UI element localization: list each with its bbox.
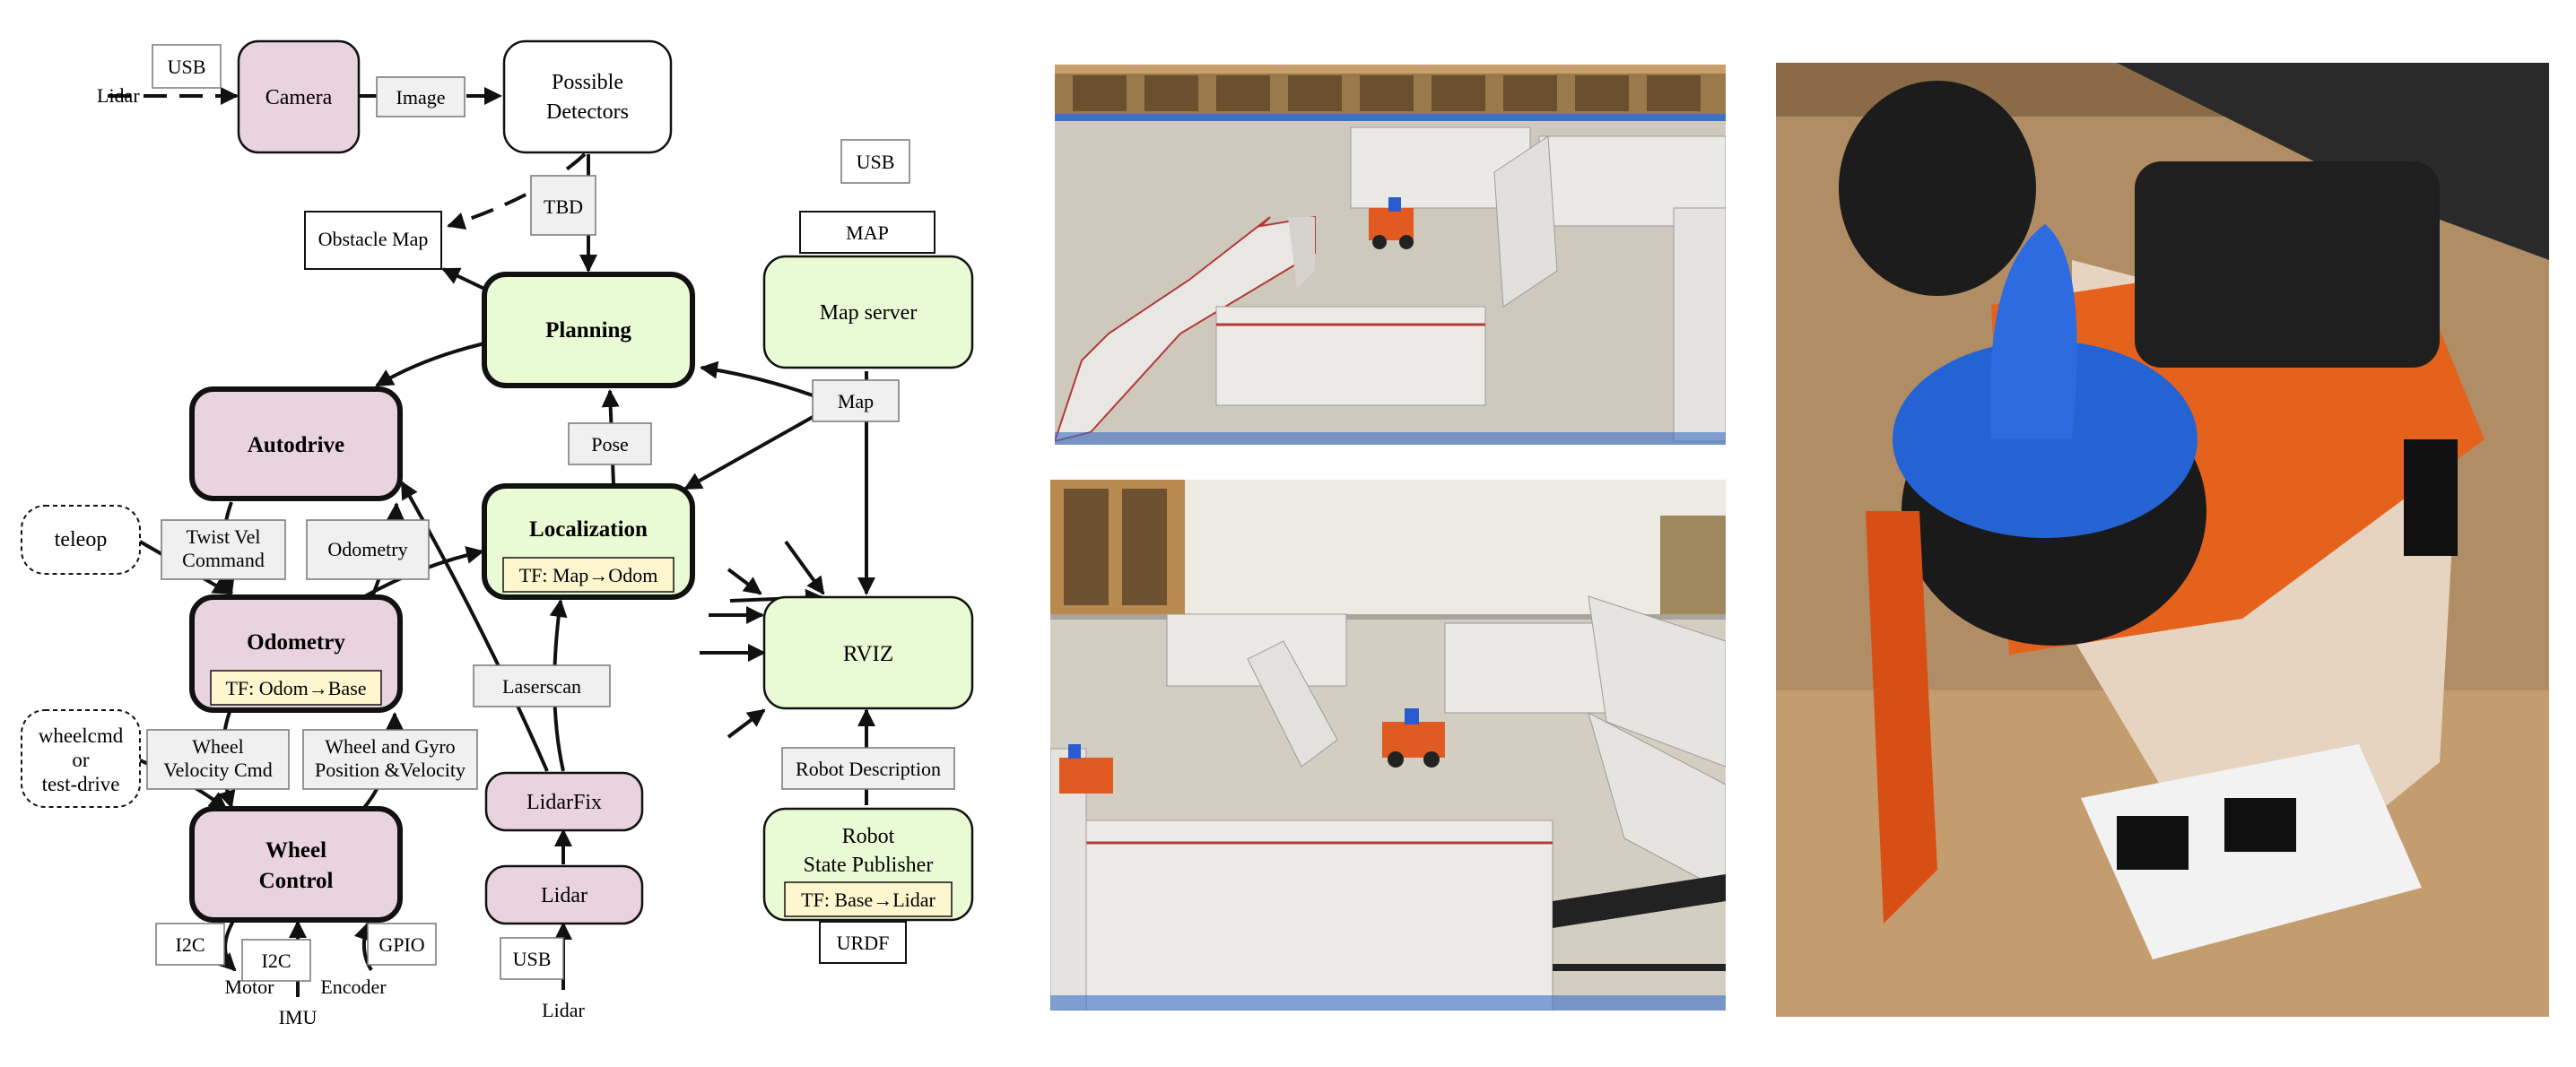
image-label: Image [396,86,446,108]
teleop-label: teleop [55,528,108,551]
edge-mapserver-planning [700,360,826,402]
wheelcmd-node: wheelcmd or test-drive [21,709,141,808]
camera-label: Camera [265,86,333,109]
motor-text: Motor [225,976,275,998]
teleop-node: teleop [21,505,141,575]
edge-rviz-in6 [727,708,766,739]
edge-wc-motor [217,916,237,972]
usb-map-label: USB [857,151,895,173]
map-server-node: Map server [762,255,974,369]
laserscan-label: Laserscan [502,675,581,698]
edge-planning-autodrive [375,342,485,387]
twist-vel-line2: Command [182,549,265,571]
edge-encoder-wc [353,922,373,972]
odometry-label: Odometry [247,630,345,655]
urdf-label: URDF [837,932,890,954]
edge-detectors-obstacle [447,152,587,230]
wheelcmd-line2: or [72,749,90,771]
odometry-tf-label: TF: Odom→Base [225,677,366,699]
localization-node: Localization TF: Map→Odom [482,483,695,600]
rsp-line1: Robot [842,825,895,848]
rviz-node: RVIZ [762,595,974,710]
autodrive-label: Autodrive [248,433,344,457]
obstacle-map-node: Obstacle Map [304,211,442,270]
rsp-tf-label: TF: Base→Lidar [801,889,936,911]
edge-rviz-in2 [784,540,825,595]
encoder-text: Encoder [320,976,387,998]
photo-maze-top [1055,65,1726,445]
map-file-node: MAP [799,211,936,254]
obstacle-map-label: Obstacle Map [318,228,429,250]
wheel-control-node: Wheel Control [189,806,403,923]
edge-planning-obstacle [441,267,485,291]
ros-architecture-diagram: Camera Possible Detectors Obstacle Map P… [21,39,974,1028]
photo-robot-closeup [1776,63,2549,1017]
edge-labels: USB Image USB TBD Map Pose Twist Vel Com… [146,44,955,982]
photo-maze-bottom [1050,480,1726,1011]
i2c-mid-label: I2C [262,950,292,972]
robot-description-label: Robot Description [796,758,941,780]
wheelcmd-line3: test-drive [42,773,120,795]
wheel-control-line2: Control [259,869,334,893]
possible-detectors-line2: Detectors [546,100,629,124]
lidar-node: Lidar [484,864,644,925]
planning-node: Planning [482,272,695,388]
wheel-gyro-line2: Position &Velocity [315,759,466,781]
wheelcmd-line1: wheelcmd [39,724,124,747]
lidar-bottom-text: Lidar [542,999,585,1021]
lidarfix-label: LidarFix [527,791,602,814]
odometry-node: Odometry TF: Odom→Base [189,594,403,713]
planning-label: Planning [545,318,631,343]
wheel-velocity-line2: Velocity Cmd [163,759,273,781]
urdf-node: URDF [819,921,907,964]
wheel-gyro-line1: Wheel and Gyro [325,735,455,758]
pose-label: Pose [591,433,629,455]
map-file-label: MAP [846,221,889,244]
localization-label: Localization [529,517,648,542]
map-server-label: Map server [820,301,918,325]
lidar-top-text: Lidar [97,84,140,107]
usb-camera-label: USB [168,56,206,78]
twist-vel-line1: Twist Vel [186,525,260,548]
localization-tf-label: TF: Map→Odom [519,564,658,586]
possible-detectors-node: Possible Detectors [502,39,673,154]
odometry-edge-label: Odometry [327,538,407,560]
lidar-label: Lidar [541,884,587,907]
camera-node: Camera [237,39,361,154]
tbd-label: TBD [544,195,583,218]
gpio-label: GPIO [379,933,424,956]
rviz-label: RVIZ [843,642,893,666]
wheel-velocity-line1: Wheel [192,735,243,758]
edge-rviz-in4 [727,568,762,595]
i2c-left-label: I2C [176,933,205,956]
lidarfix-node: LidarFix [484,771,644,832]
possible-detectors-line1: Possible [552,71,623,94]
imu-text: IMU [279,1006,318,1028]
wheel-control-line1: Wheel [265,838,326,863]
free-text: Lidar Motor Encoder IMU Lidar [97,84,585,1028]
map-edge-label: Map [838,390,874,412]
autodrive-node: Autodrive [189,386,403,501]
usb-lidar-label: USB [513,948,552,970]
robot-state-publisher-node: Robot State Publisher TF: Base→Lidar [762,807,974,922]
rsp-line2: State Publisher [804,854,934,877]
